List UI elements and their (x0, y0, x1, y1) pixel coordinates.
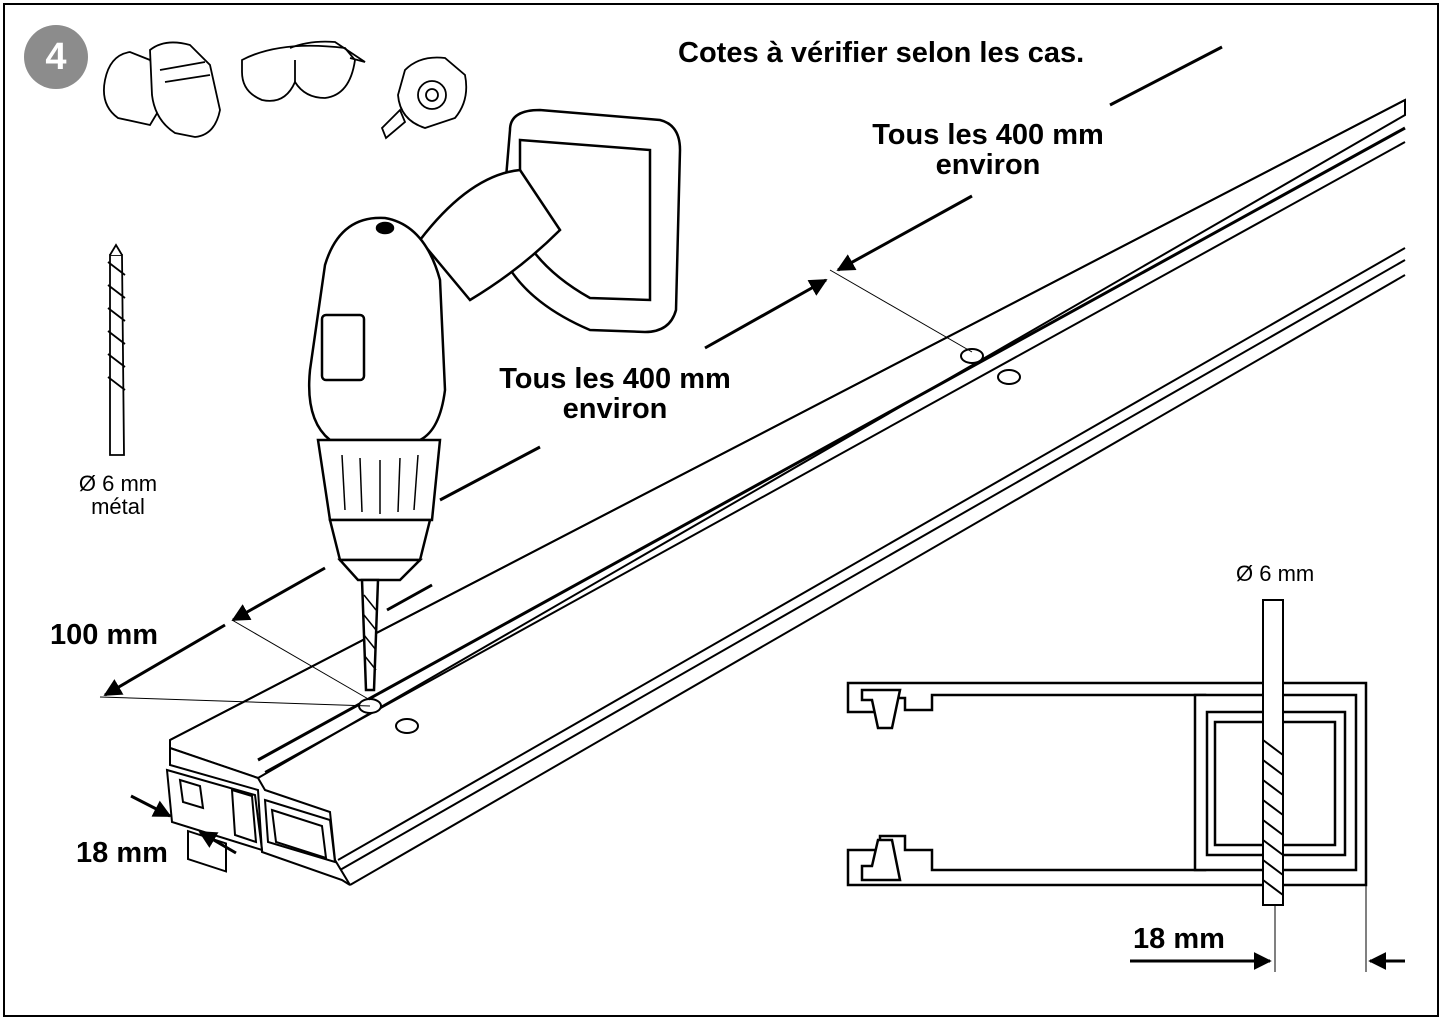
drill-bit-label: Ø 6 mm métal (58, 472, 178, 518)
step-number-badge: 4 (24, 25, 88, 89)
drill-bit-size: Ø 6 mm (78, 471, 158, 496)
gloves-icon (103, 41, 221, 138)
section-drill-bit (1262, 599, 1284, 906)
drill-holes (358, 348, 1021, 734)
cordless-drill-icon (308, 108, 682, 692)
header-note: Cotes à vérifier selon les cas. (678, 37, 1085, 69)
spacing-label-middle-line2: environ (562, 393, 668, 426)
leader-lines (99, 269, 973, 707)
dimension-arrows (103, 45, 1223, 855)
spacing-label-middle: Tous les 400 mm environ (484, 364, 746, 425)
safety-glasses-icon (241, 40, 366, 102)
spacing-label-middle-line1: Tous les 400 mm (499, 363, 731, 395)
spacing-label-top-line1: Tous les 400 mm (872, 119, 1104, 151)
edge-offset-label: 100 mm (50, 619, 159, 651)
drill-bit-icon (107, 243, 126, 456)
drill-bit-material: métal (91, 494, 145, 520)
profile-end-cells (165, 768, 337, 864)
profile-cross-section (846, 681, 1368, 887)
tape-measure-icon (380, 56, 468, 140)
section-bit-diameter-label: Ø 6 mm (1236, 561, 1315, 586)
section-hole-offset-label: 18 mm (1133, 923, 1225, 955)
spacing-label-top-line2: environ (935, 149, 1041, 182)
spacing-label-top: Tous les 400 mm environ (858, 120, 1118, 181)
profile-depth-label: 18 mm (76, 837, 168, 869)
section-dimension (1274, 885, 1367, 972)
